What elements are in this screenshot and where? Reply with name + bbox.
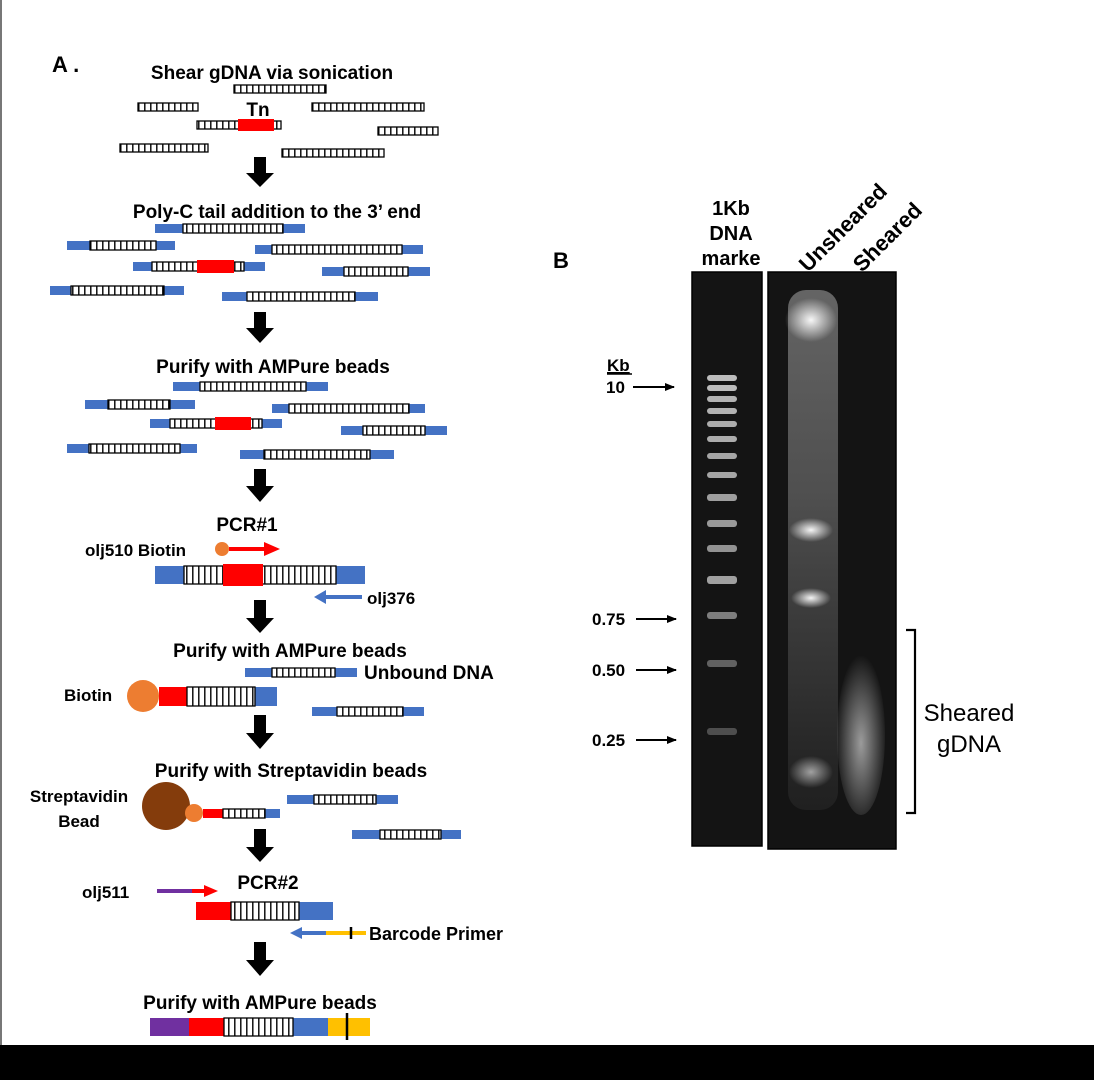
gel-marker-lane — [691, 271, 763, 847]
step-sequence: Quantify and Sequence — [166, 1047, 377, 1068]
step-purify-1: Purify with AMPure beads — [156, 357, 390, 378]
bracket-label-1: Sheared — [924, 700, 1015, 727]
unsheared-smear — [788, 290, 838, 810]
step-arrow — [246, 600, 274, 633]
washed-fragments — [287, 794, 461, 840]
step-purify-2: Purify with AMPure beads — [173, 641, 407, 662]
step-arrow — [246, 942, 274, 976]
bracket-label-2: gDNA — [937, 731, 1001, 758]
barcode-arrowhead — [290, 927, 302, 939]
biotin-dot — [215, 542, 229, 556]
pcr2-template — [196, 901, 333, 921]
marker-header-2: DNA — [709, 223, 752, 245]
unbound-fragment — [245, 667, 357, 678]
bound-fragment — [159, 686, 277, 707]
kb-unit: Kb — [607, 356, 630, 375]
step-arrow — [246, 157, 274, 187]
unsheared-well-band — [785, 298, 837, 342]
sheared-fragments — [119, 84, 439, 158]
step-arrow — [246, 469, 274, 502]
transposon — [238, 119, 274, 131]
final-library — [150, 1013, 370, 1040]
marker-header-1: 1Kb — [712, 198, 750, 220]
barcode-label: Barcode Primer — [369, 924, 503, 944]
sheared-bracket — [906, 628, 917, 815]
step-arrow — [246, 829, 274, 862]
unbound-fragment-2 — [312, 706, 424, 717]
step-pcr2: PCR#2 — [237, 873, 298, 894]
sheared-smear — [837, 655, 885, 815]
captured-fragment — [203, 808, 280, 819]
streptavidin-label-2: Bead — [58, 812, 100, 831]
olj376-label: olj376 — [367, 589, 415, 608]
step-streptavidin: Purify with Streptavidin beads — [155, 761, 427, 782]
panel-b-label: B — [553, 248, 569, 273]
unsheared-low-band — [789, 756, 833, 788]
size-10: 10 — [606, 378, 625, 397]
step-shear: Shear gDNA via sonication — [151, 63, 393, 84]
purified-fragments — [67, 381, 447, 460]
gel-sample-lanes — [767, 271, 897, 850]
step-polyc: Poly-C tail addition to the 3’ end — [133, 202, 421, 223]
marker-header-3: marke — [702, 248, 761, 270]
unbound-label: Unbound DNA — [364, 663, 494, 684]
biotin-label: Biotin — [64, 686, 112, 705]
panel-a-label: A . — [52, 52, 79, 77]
olj511-arrowhead — [204, 885, 218, 897]
olj510-arrowhead — [264, 542, 280, 556]
olj511-label: olj511 — [82, 883, 129, 902]
pcr1-product — [155, 564, 365, 586]
step-purify-3: Purify with AMPure beads — [143, 993, 377, 1014]
tailed-fragments — [50, 223, 430, 302]
size-025: 0.25 — [592, 731, 625, 750]
bottom-bar — [0, 1045, 1094, 1080]
ladder-bands — [707, 375, 737, 735]
step-arrow — [246, 312, 274, 343]
step-arrow — [246, 715, 274, 749]
streptavidin-bead — [142, 782, 190, 830]
unsheared-band-2 — [791, 588, 831, 608]
unsheared-band-1 — [789, 518, 833, 542]
size-075: 0.75 — [592, 610, 625, 629]
tn-label: Tn — [246, 100, 269, 121]
olj376-arrowhead — [314, 590, 326, 604]
biotin-dot-2 — [185, 804, 203, 822]
biotin-circle — [127, 680, 159, 712]
size-050: 0.50 — [592, 661, 625, 680]
olj510-label: olj510 Biotin — [85, 541, 186, 560]
streptavidin-label-1: Streptavidin — [30, 787, 128, 806]
step-pcr1: PCR#1 — [216, 515, 278, 536]
